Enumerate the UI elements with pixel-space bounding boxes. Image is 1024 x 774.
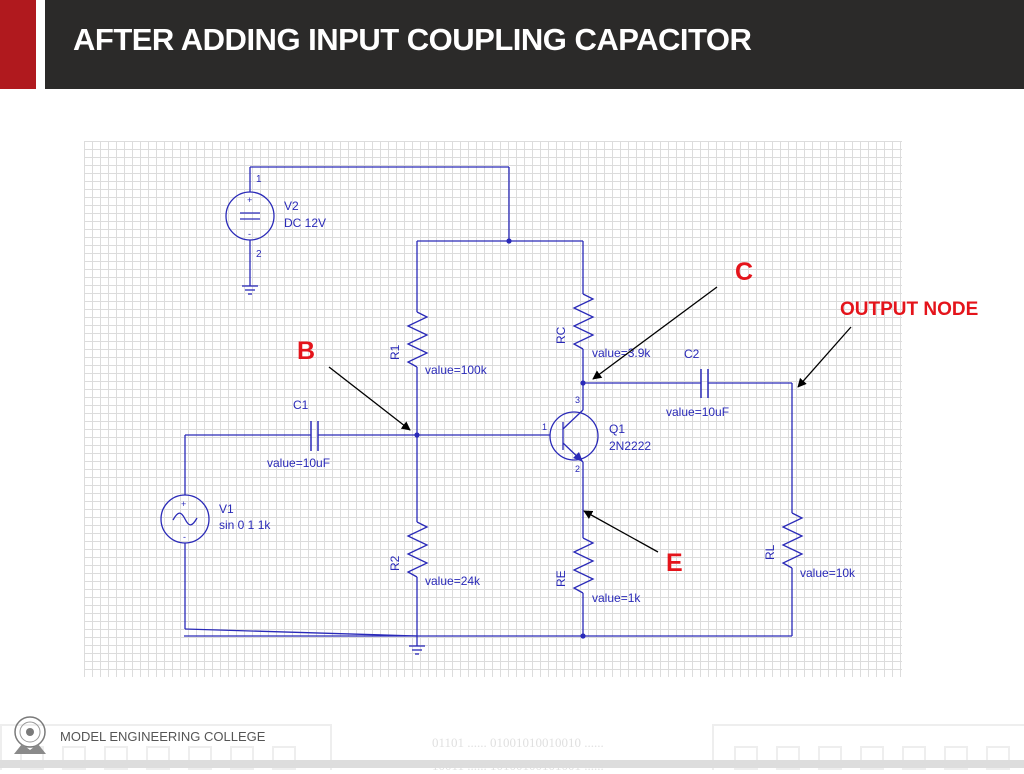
slide-title: AFTER ADDING INPUT COUPLING CAPACITOR <box>73 22 752 57</box>
rc-value-label: value=3.9k <box>592 346 651 360</box>
re-value-label: value=1k <box>592 591 641 605</box>
r2-value-label: value=24k <box>425 574 481 588</box>
c1-value-label: value=10uF <box>267 456 330 470</box>
v2-value-label: DC 12V <box>284 216 326 230</box>
footer-binary-decoration: 01101 ...... 01001010010010 ...... <box>432 735 604 750</box>
footer-frame-right <box>712 724 1024 770</box>
v1-plus-sign: + <box>181 499 186 509</box>
circuit-wires <box>184 166 793 646</box>
v2-name-label: V2 <box>284 199 299 213</box>
c2-value-label: value=10uF <box>666 405 729 419</box>
schematic-grid-background <box>84 141 902 677</box>
capacitor-c1-symbol <box>310 421 319 451</box>
college-logo-icon <box>14 716 46 754</box>
ground-symbol-main <box>409 645 425 655</box>
c2-name-label: C2 <box>684 347 700 361</box>
r1-name-label: R1 <box>388 344 402 360</box>
resistor-rl-symbol <box>781 512 804 569</box>
junction-node <box>580 380 586 386</box>
v1-name-label: V1 <box>219 502 234 516</box>
r2-name-label: R2 <box>388 555 402 571</box>
rl-name-label: RL <box>763 544 777 560</box>
collector-annotation: C <box>735 258 753 286</box>
resistor-rc-symbol <box>572 293 595 350</box>
junction-node <box>506 238 512 244</box>
capacitor-c2-symbol <box>700 369 709 398</box>
resistor-r2-symbol <box>406 521 429 578</box>
rl-value-label: value=10k <box>800 566 856 580</box>
r1-value-label: value=100k <box>425 363 488 377</box>
re-name-label: RE <box>554 570 568 587</box>
footer-frame-left <box>0 724 332 770</box>
circuit-junctions <box>414 238 586 639</box>
base-pointer-arrow <box>328 366 411 431</box>
transistor-emitter-arrow <box>573 452 583 462</box>
q1-model-label: 2N2222 <box>609 439 651 453</box>
title-bar <box>45 0 1024 89</box>
junction-node <box>414 432 420 438</box>
output-node-annotation: OUTPUT NODE <box>840 299 978 320</box>
title-accent-bar <box>0 0 36 89</box>
emitter-annotation: E <box>666 549 683 577</box>
ground-symbol-v2 <box>242 285 258 295</box>
v1-value-label: sin 0 1 1k <box>219 518 271 532</box>
wire-segment <box>184 628 418 637</box>
circuit-schematic: + - + - 1 2 V2 DC 12V V1 sin 0 1 1k R1 v… <box>160 166 978 655</box>
collector-pointer-arrow <box>592 286 718 380</box>
v2-plus-sign: + <box>247 195 252 205</box>
emitter-pointer-arrow <box>583 510 659 553</box>
footer-bottom-strip <box>0 760 1024 768</box>
q1-base-pin-label: 1 <box>542 422 547 432</box>
v2-pin-1-label: 1 <box>256 174 262 185</box>
college-name: MODEL ENGINEERING COLLEGE <box>60 729 266 744</box>
rc-name-label: RC <box>554 326 568 344</box>
v2-minus-sign: - <box>248 229 251 239</box>
resistor-re-symbol <box>572 537 595 594</box>
base-annotation: B <box>297 337 315 365</box>
c1-name-label: C1 <box>293 398 309 412</box>
ac-source-v1-symbol <box>160 494 210 544</box>
transistor-q1-symbol <box>549 409 599 463</box>
junction-node <box>580 633 586 639</box>
v1-minus-sign: - <box>183 532 186 542</box>
q1-collector-pin-label: 3 <box>575 395 580 405</box>
q1-name-label: Q1 <box>609 422 625 436</box>
resistor-r1-symbol <box>406 311 429 368</box>
output-node-pointer-arrow <box>797 326 852 388</box>
q1-emitter-pin-label: 2 <box>575 464 580 474</box>
dc-source-v2-symbol <box>225 191 275 241</box>
v2-pin-2-label: 2 <box>256 249 262 260</box>
